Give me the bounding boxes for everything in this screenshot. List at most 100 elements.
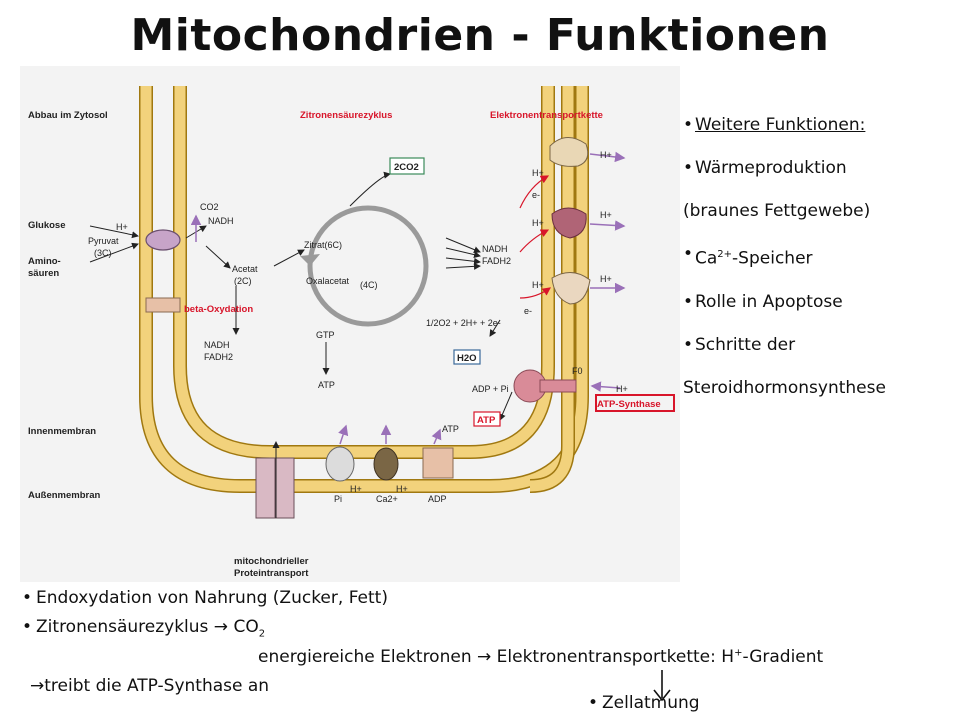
label-atp-2: ATP [442,424,459,434]
label-acetat-c: (2C) [234,276,252,286]
label-nadh-2: NADH [204,340,230,350]
bottom-text-2-sub: 2 [258,628,266,640]
side-item-ca-sup: 2+ [717,249,733,260]
bottom-line-3: energiereiche Elektronen → Elektronentra… [258,647,823,667]
bullet-icon: • [683,244,694,264]
side-item-text: (braunes Fettgewebe) [683,201,871,221]
side-item: Steroidhormonsynthese [683,367,953,410]
label-nadh-1: NADH [208,216,234,226]
label-co2: CO2 [200,202,219,212]
label-f0: F0 [572,366,583,376]
label-hplus-8: H+ [532,280,544,290]
label-co2-box: 2CO2 [394,162,419,173]
label-proteintransport-1: mitochondrieller [234,556,309,567]
adp-atp-translocase [422,447,454,479]
label-hplus-6: H+ [532,168,544,178]
label-adp-pi: ADP + Pi [472,384,509,394]
label-hplus-10: H+ [396,484,408,494]
label-eminus-2: e- [524,306,532,316]
etc-complex-1 [549,137,589,167]
label-pyruvat: Pyruvat [88,236,119,246]
side-item: • Rolle in Apoptose [683,281,953,324]
fatty-acid-transporter [145,297,181,313]
bottom-line-2: •Zitronensäurezyklus → CO2 [22,617,265,639]
co2-box [389,157,425,175]
label-aminosaeuren-2: säuren [28,268,59,279]
label-etk: Elektronentransportkette [490,110,603,121]
h2o-box [453,349,481,365]
etc-complex-3 [551,272,591,305]
bottom-text-3b: -Gradient [742,647,824,667]
atp-box [473,411,501,427]
side-item-text: Rolle in Apoptose [695,291,843,312]
page-title: Mitochondrien - Funktionen [130,10,830,61]
label-innenmembran: Innenmembran [28,426,96,437]
bottom-text-1: Endoxydation von Nahrung (Zucker, Fett) [36,588,388,608]
label-atp-box: ATP [477,415,496,426]
side-header: Weitere Funktionen: [695,115,866,135]
side-item-ca-rest: -Speicher [732,248,813,269]
label-hplus-5: H+ [616,384,628,394]
side-header-row: • Weitere Funktionen: [683,104,953,147]
side-item: • Wärmeproduktion [683,147,953,190]
side-item: • Ca2+-Speicher [683,233,953,281]
label-fadh2-1: FADH2 [204,352,233,362]
side-list: • Weitere Funktionen: • Wärmeproduktion … [683,104,953,410]
side-item-text: Steroidhormonsynthese [683,377,886,398]
bottom-text-3-sup: + [734,647,743,659]
label-oxalacetat: Oxalacetat [306,276,350,286]
down-arrow-icon [653,670,671,702]
bottom-text-5: Zellatmung [602,693,700,713]
atp-synthase-highlight [595,394,675,412]
bullet-icon: • [683,291,694,312]
bullet-icon: • [22,588,33,608]
label-hplus-1: H+ [116,222,128,232]
bottom-text-4: →treibt die ATP-Synthase an [30,676,270,696]
label-hplus-2: H+ [600,150,612,160]
bottom-text-3a: energiereiche Elektronen → Elektronentra… [258,647,735,667]
mitochondria-diagram: Abbau im Zytosol Zitronensäurezyklus Ele… [20,66,680,582]
etc-complex-2 [551,207,587,239]
label-hplus-3: H+ [600,210,612,220]
label-zitronenzyklus: Zitronensäurezyklus [300,110,392,121]
pi-transporter [325,446,355,482]
atp-synthase-stalk [539,379,577,393]
side-item-text: Schritte der [695,334,796,355]
side-item: (braunes Fettgewebe) [683,190,953,233]
label-aussenmembran: Außenmembran [28,490,101,501]
label-h2o: H2O [457,353,477,364]
bullet-icon: • [588,693,599,713]
bottom-line-5: •Zellatmung [588,693,700,713]
label-gtp: GTP [316,330,335,340]
citric-acid-cycle [307,205,429,327]
bottom-text-2: Zitronensäurezyklus → CO [36,617,259,637]
label-zitrat: Zitrat(6C) [304,240,342,250]
ca-transporter [373,447,399,481]
label-pi: Pi [334,494,342,504]
side-item-text: Wärmeproduktion [695,158,847,178]
bullet-icon: • [683,334,694,355]
label-atp-1: ATP [318,380,335,390]
label-proteintransport-2: Proteintransport [234,568,309,579]
label-beta-oxydation: beta-Oxydation [184,304,253,315]
pyruvate-carrier [145,229,181,251]
label-ca: Ca2+ [376,494,398,504]
label-c4: (4C) [360,280,378,290]
label-o2: 1/2O2 + 2H+ + 2e- [426,318,501,328]
label-adp: ADP [428,494,447,504]
label-fadh2-2: FADH2 [482,256,511,266]
label-eminus-1: e- [532,190,540,200]
label-abbau: Abbau im Zytosol [28,110,108,121]
label-acetat: Acetat [232,264,258,274]
label-atp-synthase: ATP-Synthase [597,399,661,410]
label-glukose: Glukose [28,220,66,231]
bottom-line-4: →treibt die ATP-Synthase an [30,676,269,696]
label-hplus-9: H+ [350,484,362,494]
label-aminosaeuren-1: Amino- [28,256,61,267]
bullet-icon: • [683,115,694,135]
label-nadh-3: NADH [482,244,508,254]
side-item-ca: Ca [695,248,718,269]
label-hplus-4: H+ [600,274,612,284]
bullet-icon: • [683,158,694,178]
diagram-svg: Abbau im Zytosol Zitronensäurezyklus Ele… [28,86,675,579]
